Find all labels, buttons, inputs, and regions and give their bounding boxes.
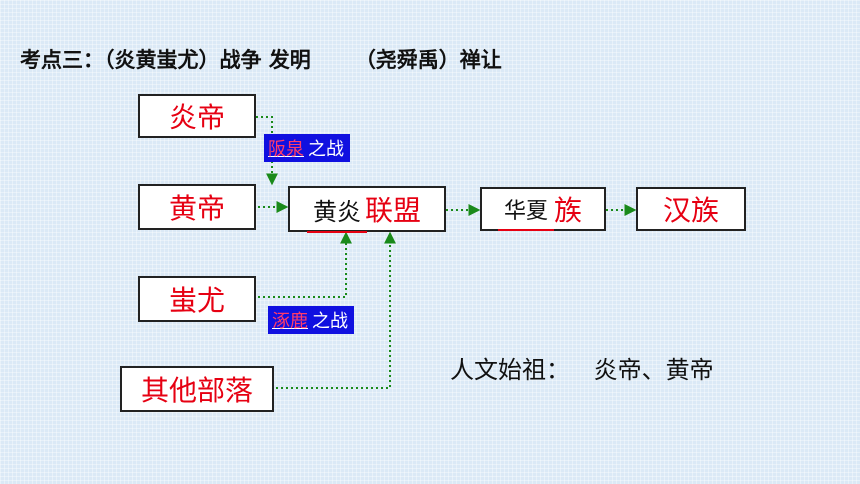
node-yandi: 炎帝 [138,94,256,138]
ancestor-label: 人文始祖： [450,356,570,384]
node-huaxia: 华夏族 [480,187,606,231]
ancestor-note: 人文始祖： 炎帝、黄帝 [450,350,714,385]
node-huaxia-answer: 华夏 [497,193,555,231]
node-others: 其他部落 [120,366,274,412]
node-yandi-label: 炎帝 [168,101,225,134]
node-hanzu: 汉族 [636,187,746,231]
battle-banquan-answer: 阪泉 [264,134,306,162]
node-huaxia-label: 族 [554,194,583,227]
header-part-2: （尧舜禹）禅让 [354,48,502,72]
arrow-chiyou-union [258,231,352,298]
node-union-label: 联盟 [364,194,421,227]
battle-zhuolu: 涿鹿之战 [268,306,354,334]
node-others-label: 其他部落 [140,374,253,407]
node-huangdi: 黄帝 [138,184,256,230]
node-chiyou-label: 蚩尤 [168,284,225,317]
battle-zhuolu-suffix: 之战 [310,306,354,334]
node-union: 黄炎联盟 [288,186,446,233]
header-part-1: 考点三：（炎黄蚩尤）战争 发明 [20,48,311,72]
node-hanzu-label: 汉族 [662,194,719,227]
topic-header: 考点三：（炎黄蚩尤）战争 发明 （尧舜禹）禅让 [20,44,502,74]
battle-banquan: 阪泉之战 [264,134,350,162]
node-chiyou: 蚩尤 [138,276,256,322]
battle-banquan-suffix: 之战 [306,134,350,162]
node-union-answer: 黄炎 [306,192,367,233]
node-huangdi-label: 黄帝 [168,192,225,225]
arrow-others-union [276,231,396,389]
battle-zhuolu-answer: 涿鹿 [268,306,310,334]
ancestor-value: 炎帝、黄帝 [593,356,714,384]
